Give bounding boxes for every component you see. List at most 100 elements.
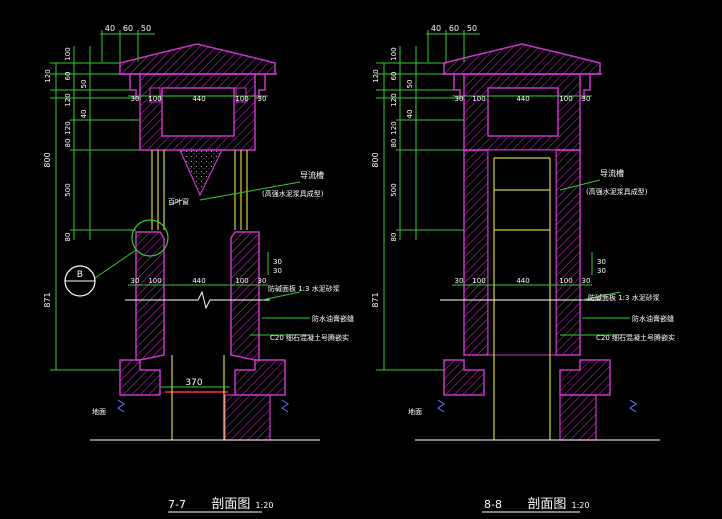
column-core-8 [487, 149, 557, 356]
eave-moulding-right-7 [255, 74, 266, 99]
dim-l-100b-8: 100 [559, 277, 572, 285]
base-7 [119, 359, 161, 396]
dim-h-30a-7: 30 [131, 95, 140, 103]
section-title-7-7: 剖面图 [211, 497, 251, 512]
dim-top-50-8: 50 [467, 24, 477, 33]
dim-h-100b-7: 100 [235, 95, 248, 103]
caption-8-8: 8-8 剖面图 1:20 [484, 493, 589, 512]
dim-bottom-370-7: 370 [185, 378, 202, 388]
dim-inner-60-7: 60 [64, 72, 72, 81]
dim-side-30a-8: 30 [597, 258, 606, 266]
dim-inner-80-8: 80 [390, 139, 398, 148]
dim-l-100b-7: 100 [235, 277, 248, 285]
dim-inner-40-7: 40 [80, 110, 88, 119]
column-shaft-right-8 [555, 149, 581, 356]
label-callout-b-7: B [77, 270, 83, 280]
dim-top-50-7: 50 [141, 24, 151, 33]
dim-top-40-8: 40 [431, 24, 441, 33]
guide-groove-7 [179, 149, 223, 197]
dim-left-800-8: 800 [371, 152, 380, 167]
dim-inner-500-8: 500 [390, 183, 398, 196]
label-waterproof-7: 防水油膏嵌缝 [312, 314, 354, 323]
dim-l-440-8: 440 [516, 277, 529, 285]
label-ground-7: 地面 [92, 407, 106, 416]
detail-circle-7 [131, 219, 169, 257]
dim-l-100a-8: 100 [472, 277, 485, 285]
dim-inner-80b-7: 80 [64, 233, 72, 242]
dim-lines-horizontal-7 [128, 95, 310, 388]
dim-left-871-8: 871 [371, 292, 380, 307]
dim-h-30b-8: 30 [582, 95, 591, 103]
dim-inner-120-7: 120 [44, 69, 52, 82]
section-title-8-8: 剖面图 [527, 497, 567, 512]
dim-left-800-7: 800 [43, 152, 52, 167]
dim-inner-120c-7: 120 [64, 121, 72, 134]
lower-wall-left-7 [135, 231, 165, 361]
dim-inner-100-7: 100 [64, 47, 72, 60]
core-lines-8 [493, 157, 551, 440]
dim-h-30b-7: 30 [258, 95, 267, 103]
roof-cap-8 [443, 43, 601, 75]
label-waterproof-8: 防水油膏嵌缝 [632, 314, 674, 323]
dim-inner-100-8: 100 [390, 47, 398, 60]
dim-inner-120-8: 120 [372, 69, 380, 82]
foundation-8 [559, 394, 597, 441]
dim-inner-60-8: 60 [390, 72, 398, 81]
section-scale-8-8: 1:20 [571, 501, 590, 510]
dim-inner-500-7: 500 [64, 183, 72, 196]
dim-inner-50-8: 50 [406, 80, 414, 89]
caption-7-7: 7-7 剖面图 1:20 [168, 493, 273, 512]
column-shaft-left-8 [463, 149, 489, 356]
dim-inner-40-8: 40 [406, 110, 414, 119]
section-scale-7-7: 1:20 [255, 501, 274, 510]
dim-h-100b-8: 100 [559, 95, 572, 103]
dim-lines-left-7 [50, 30, 155, 371]
label-guide-note-7: (高强水泥浆具成型) [262, 189, 324, 198]
dim-top-40-7: 40 [105, 24, 115, 33]
dim-inner-120c-8: 120 [390, 121, 398, 134]
dim-inner-80-7: 80 [64, 139, 72, 148]
dim-side-30b-7: 30 [273, 267, 282, 275]
dim-l-30b-8: 30 [582, 277, 591, 285]
louver-lines-7 [151, 150, 248, 230]
dim-side-30b-8: 30 [597, 267, 606, 275]
dim-h-100a-8: 100 [472, 95, 485, 103]
ground-marks-7 [117, 399, 289, 413]
dim-lines-8 [376, 30, 630, 371]
dim-h-440-7: 440 [192, 95, 205, 103]
label-louver-7: 百叶窗 [168, 197, 189, 206]
foundation-7 [224, 394, 271, 441]
label-guide-groove-7: 导流槽 [300, 170, 324, 180]
dim-l-30a-8: 30 [455, 277, 464, 285]
dim-inner-120b-8: 120 [390, 93, 398, 106]
dim-l-440-7: 440 [192, 277, 205, 285]
dim-l-100a-7: 100 [148, 277, 161, 285]
dim-l-30a-7: 30 [131, 277, 140, 285]
dim-l-30b-7: 30 [258, 277, 267, 285]
section-8-8 [376, 30, 660, 441]
label-mortar-7: 防碱面板 1:3 水泥砂浆 [268, 284, 340, 293]
dim-inner-80b-8: 80 [390, 233, 398, 242]
section-number-8-8: 8-8 [484, 498, 502, 511]
dim-left-871-7: 871 [43, 292, 52, 307]
dim-top-60-7: 60 [123, 24, 133, 33]
label-mortar-8: 防碱面板 1:3 水泥砂浆 [588, 293, 660, 302]
dim-top-60-8: 60 [449, 24, 459, 33]
label-ground-8: 地面 [408, 407, 422, 416]
roof-cap-7 [119, 43, 276, 75]
dim-h-30a-8: 30 [455, 95, 464, 103]
dim-h-100a-7: 100 [148, 95, 161, 103]
dim-inner-50-7: 50 [80, 80, 88, 89]
label-guide-note-8: (高强水泥浆具成型) [586, 187, 648, 196]
break-line-7 [125, 290, 270, 310]
section-number-7-7: 7-7 [168, 498, 186, 511]
dim-inner-120b-7: 120 [64, 93, 72, 106]
lower-wall-right-7 [230, 231, 260, 361]
dim-side-30a-7: 30 [273, 258, 282, 266]
dim-h-440-8: 440 [516, 95, 529, 103]
section-7-7 [50, 30, 320, 441]
label-concrete-8: C20 细石混凝土号腾嵌实 [596, 333, 675, 342]
label-concrete-7: C20 细石混凝土号腾嵌实 [270, 333, 349, 342]
eave-moulding-left-7 [129, 74, 140, 99]
